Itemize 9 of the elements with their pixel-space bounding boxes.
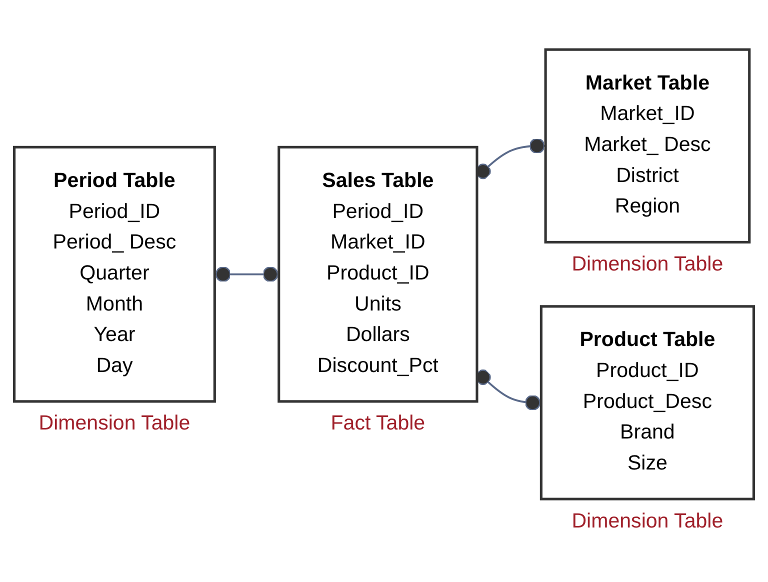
table-type-caption: Dimension Table — [572, 252, 724, 276]
connector — [214, 266, 279, 282]
table-type-caption: Fact Table — [330, 412, 426, 435]
node-box: Period Table Period_ID Period_ Desc Quarter Month Year Day — [13, 146, 216, 403]
table-type-caption: Dimension Table — [38, 412, 190, 435]
node-box: Market Table Market_ID Market_ Desc District Region — [544, 48, 751, 244]
node-box: Product Table Product_ID Product_Desc Brand Size — [540, 305, 755, 500]
node-box: Sales Table Period_ID Market_ID Product_ID Units Dollars Discount_Pct — [278, 146, 478, 403]
table-type-caption: Dimension Table — [572, 509, 724, 532]
